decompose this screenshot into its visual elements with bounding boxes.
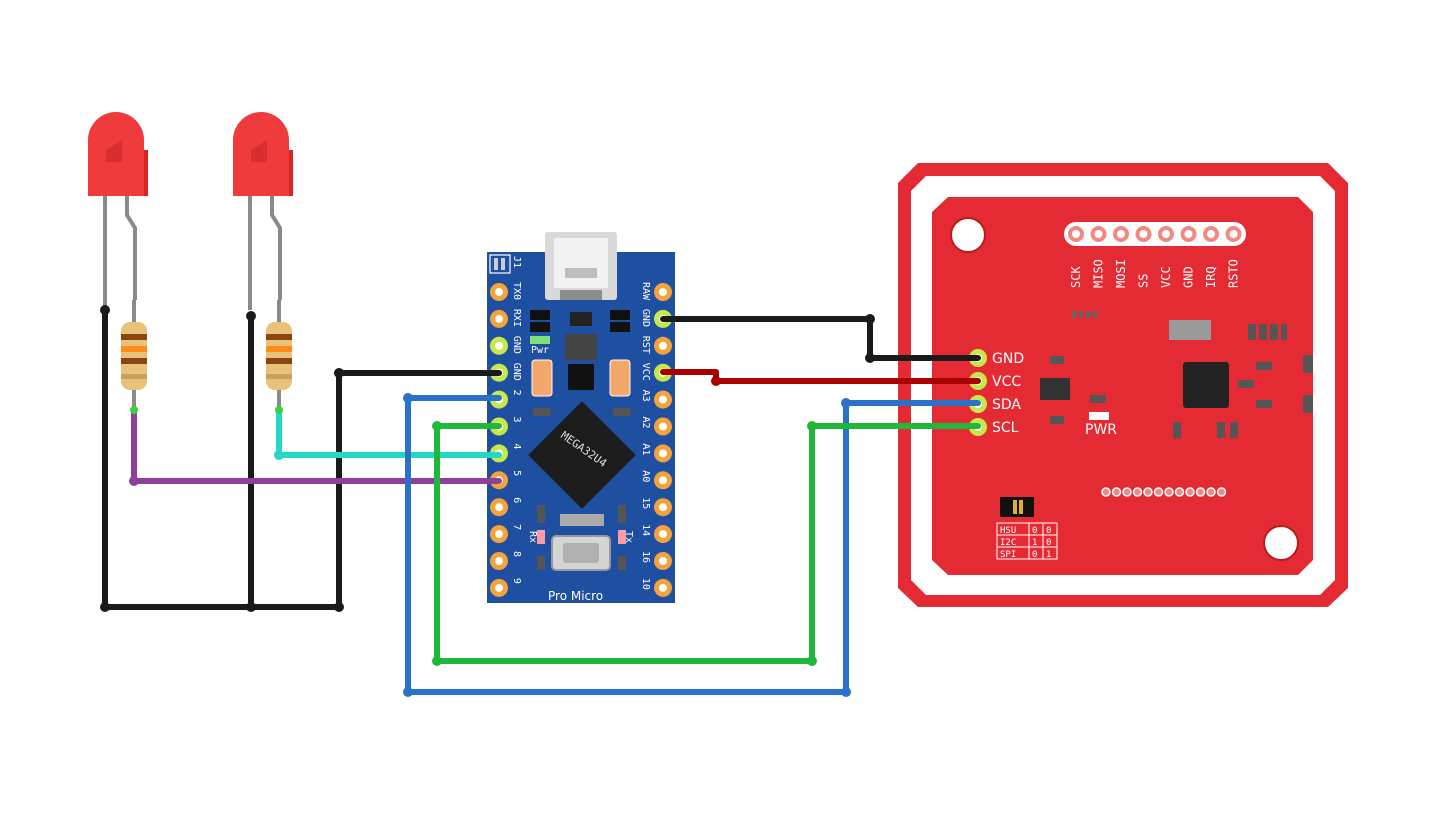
nfc-pad [1206,487,1216,497]
nfc-pad [1185,487,1195,497]
nfc-header-label: IRQ [1204,266,1218,288]
nfc-header-label: MOSI [1114,259,1128,288]
mode-table-cell: 0 [1046,538,1051,548]
resistor-icon [121,322,147,390]
board-pin-label: RAW [640,282,651,301]
pwr-led-label: Pwr [531,345,549,356]
wire-led1-pin5 [131,407,502,484]
nfc-pad [1122,487,1132,497]
resistor-1 [121,300,147,410]
mode-table-cell: 1 [1032,538,1037,548]
nfc-side-label: SDA [992,397,1021,413]
nfc-pad [1164,487,1174,497]
board-pin-label: 16 [640,551,651,563]
resistor-icon [266,322,292,390]
nfc-pad [1195,487,1206,497]
nfc-pad [1132,487,1143,497]
nfc-header-label: GND [1182,266,1196,288]
nfc-header-label: VCC [1159,266,1173,288]
board-pin-label: RXI [511,309,522,327]
mode-table-cell: 0 [1032,550,1037,560]
board-pin-label: 3 [511,417,522,423]
board-pin-label: RST [640,336,651,354]
nfc-chip [1183,362,1229,408]
wire-gnd-nfc [660,316,981,361]
board-pin-label: 9 [511,578,522,584]
pro-micro-board: J1 Pwr MEGA32U4 Rx Tx Pro Micro TX [487,232,675,603]
board-pin-label: 4 [511,443,522,449]
wire-scl [434,423,981,664]
wire-led2-pin4 [276,407,502,458]
nfc-side-label: SCL [992,420,1019,436]
board-pin-label: 15 [640,497,651,509]
wire-sda [405,395,981,695]
board-pin-label: 5 [511,470,522,476]
board-pin-label: 14 [640,524,651,536]
board-pin-label: VCC [640,363,651,381]
board-pin-label: GND [511,363,522,381]
nfc-side-label: VCC [992,374,1021,390]
board-pin-label: 10 [640,578,651,590]
nfc-side-label: GND [992,351,1024,367]
board-pin-label: A0 [640,470,651,482]
mode-table-cell: 0 [1046,526,1051,536]
nfc-pad [1153,487,1164,497]
nfc-pad [1216,487,1227,497]
board-name: Pro Micro [548,589,603,603]
jumper-label: J1 [511,256,522,268]
led-1 [88,112,148,310]
board-pin-label: 6 [511,497,522,503]
tx-label: Tx [623,531,634,543]
nfc-header-label: SS [1137,274,1151,288]
board-pin-label: A1 [640,443,651,455]
nfc-header-label: SCK [1069,266,1083,288]
board-pin-label: A2 [640,417,651,429]
rx-label: Rx [527,531,538,543]
board-pin-label: TX0 [511,282,522,300]
mode-table-cell: I2C [1000,538,1016,548]
board-pin-label: GND [511,336,522,354]
board-pin-label: A3 [640,390,651,402]
nfc-pad [1111,487,1122,497]
mount-hole [1263,525,1299,561]
board-pin-label: 8 [511,551,522,557]
mode-table-cell: HSU [1000,526,1016,536]
board-pin-label: 7 [511,524,522,530]
mode-table-cell: 0 [1032,526,1037,536]
resistor-2 [266,300,292,410]
nfc-pad [1101,487,1111,497]
wires [100,305,981,697]
nfc-header-label: RSTO [1227,259,1241,288]
mega32u4-chip [528,401,636,509]
mode-table-cell: 1 [1046,550,1051,560]
nfc-pad [1174,487,1185,497]
led-2 [233,112,293,310]
board-pin-label: GND [640,309,651,327]
mode-table-cell: SPI [1000,550,1016,560]
board-pin-label: 2 [511,390,522,396]
nfc-pwr-label: PWR [1085,422,1117,438]
nfc-header-label: MISO [1092,259,1106,288]
mount-hole [950,217,986,253]
nfc-pad [1143,487,1153,497]
